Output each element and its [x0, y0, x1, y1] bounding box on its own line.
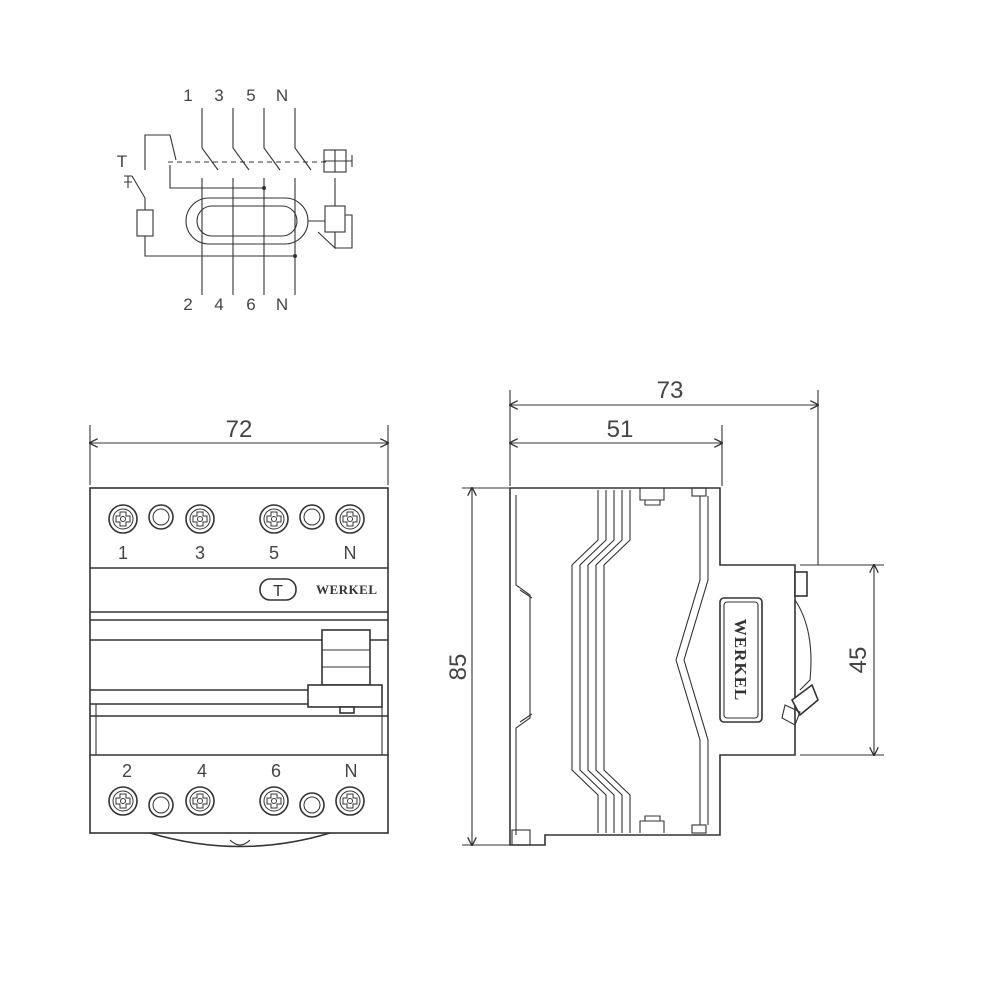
schematic-bottom-label-6: 6 — [246, 295, 255, 314]
side-label-plate — [719, 597, 763, 723]
schematic-bottom-label-2: 2 — [183, 295, 192, 314]
front-top-terminal-5: 5 — [269, 543, 279, 563]
side-profile — [509, 487, 796, 846]
front-brand-logo: WERKEL — [316, 582, 378, 597]
front-width-dimension: 72 — [226, 416, 253, 443]
front-bottom-terminal-4: 4 — [197, 761, 207, 781]
terminal-screw-n-bottom[interactable] — [335, 786, 365, 816]
terminal-screw-n-top[interactable] — [335, 504, 365, 534]
side-view: 73 51 85 45 — [445, 377, 884, 845]
front-height-dimension: 45 — [845, 647, 872, 674]
pole-wires — [201, 108, 312, 295]
body-depth-dimension: 51 — [607, 416, 634, 443]
schematic-test-label: T — [117, 152, 127, 171]
trip-relay — [308, 149, 353, 250]
schematic-top-label-n: N — [276, 86, 288, 105]
front-bottom-terminal-n: N — [345, 761, 358, 781]
side-lever[interactable] — [781, 571, 819, 726]
terminal-screw-3[interactable] — [185, 504, 215, 534]
front-view: 72 1 3 5 N T WERKEL — [90, 416, 388, 848]
test-circuit — [124, 134, 297, 258]
terminal-screw-2[interactable] — [108, 786, 138, 816]
terminal-screw-5[interactable] — [259, 504, 289, 534]
side-grooves — [571, 490, 631, 833]
schematic-top-label-3: 3 — [214, 86, 223, 105]
test-button-label: T — [273, 583, 283, 600]
schematic-top-label-5: 5 — [246, 86, 255, 105]
schematic-bottom-label-4: 4 — [214, 295, 223, 314]
side-brand-logo: WERKEL — [731, 619, 750, 702]
din-clip — [149, 832, 331, 848]
height-dimension: 85 — [445, 654, 472, 681]
total-depth-dimension: 73 — [657, 377, 684, 404]
front-bottom-terminal-6: 6 — [271, 761, 281, 781]
front-top-terminal-1: 1 — [118, 543, 128, 563]
front-top-terminal-n: N — [344, 543, 357, 563]
test-button[interactable] — [259, 578, 297, 601]
wiring-schematic: 1 3 5 N 2 4 6 N T — [117, 86, 353, 314]
terminal-screw-6[interactable] — [259, 786, 289, 816]
terminal-screw-1[interactable] — [108, 504, 138, 534]
summation-transformer — [185, 197, 309, 245]
terminal-screw-4[interactable] — [185, 786, 215, 816]
schematic-bottom-label-n: N — [276, 295, 288, 314]
front-bottom-terminal-2: 2 — [122, 761, 132, 781]
schematic-top-label-1: 1 — [183, 86, 192, 105]
toggle-lever[interactable] — [307, 629, 383, 714]
front-top-terminal-3: 3 — [195, 543, 205, 563]
